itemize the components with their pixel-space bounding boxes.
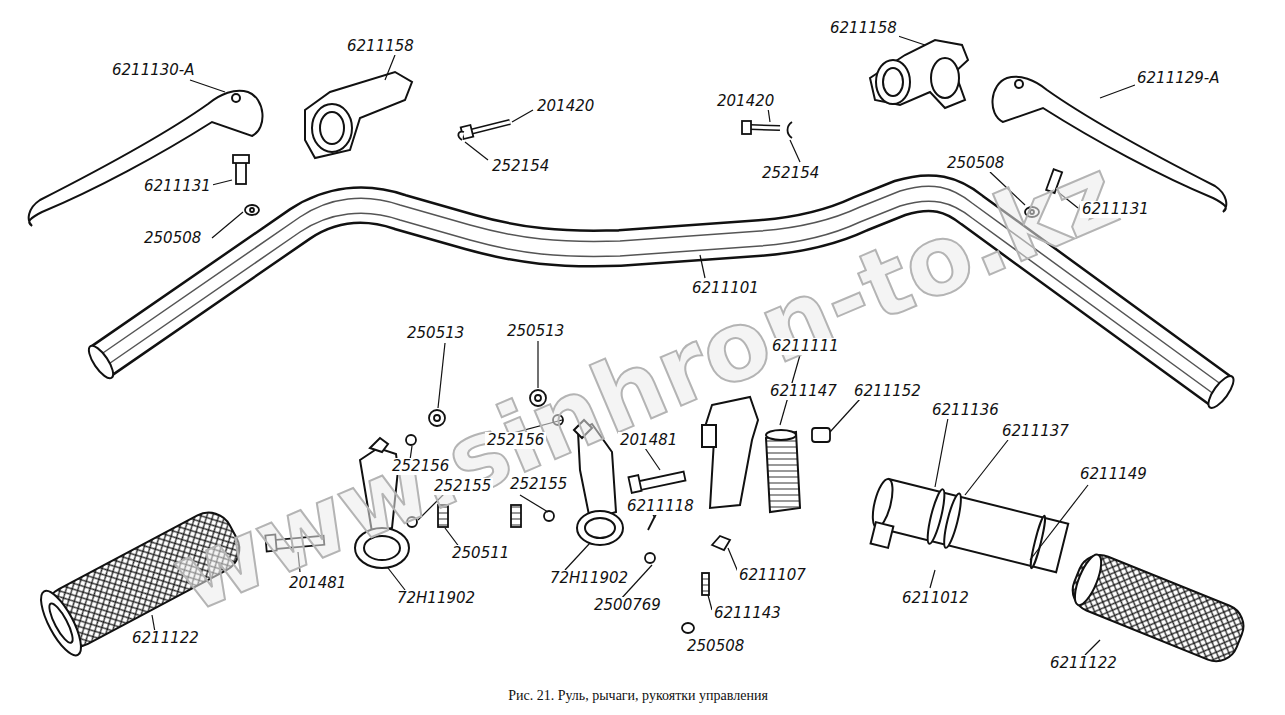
grip-right bbox=[1066, 548, 1250, 667]
callout-number: 201481 bbox=[618, 432, 679, 449]
callout-number: 6211118 bbox=[625, 498, 696, 515]
callout-number: 252154 bbox=[490, 158, 551, 175]
callout-number: 250508 bbox=[142, 230, 203, 247]
callout-number: 252156 bbox=[390, 458, 451, 475]
callout-number: 6211111 bbox=[770, 338, 841, 355]
lever-mount bbox=[355, 420, 623, 568]
callout-number: 72Н11902 bbox=[395, 590, 477, 607]
callout-number: 6211147 bbox=[768, 383, 839, 400]
callout-number: 6211143 bbox=[712, 605, 783, 622]
leader-lines bbox=[152, 35, 1135, 655]
callout-number: 250513 bbox=[405, 325, 466, 342]
clamp-right bbox=[870, 40, 968, 108]
callout-number: 6211158 bbox=[828, 20, 899, 37]
callout-number: 6211136 bbox=[930, 402, 1001, 419]
callout-number: 250508 bbox=[685, 638, 746, 655]
callout-number: 252154 bbox=[760, 165, 821, 182]
callout-number: 6211131 bbox=[1080, 201, 1151, 218]
callout-number: 6211107 bbox=[737, 567, 808, 584]
callout-number: 250513 bbox=[505, 323, 566, 340]
grip-left bbox=[34, 500, 251, 661]
throttle-housing bbox=[702, 397, 800, 512]
watermark: www.sinhron-to.kz bbox=[159, 141, 1130, 629]
callout-number: 6211152 bbox=[852, 383, 923, 400]
callout-number: 72Н11902 bbox=[548, 570, 630, 587]
callout-number: 6211122 bbox=[1048, 655, 1119, 672]
callout-number: 6211158 bbox=[345, 38, 416, 55]
throttle-tube bbox=[865, 474, 1069, 589]
callout-number: 6211137 bbox=[1000, 423, 1071, 440]
lever-right bbox=[992, 77, 1226, 212]
callout-number: 250511 bbox=[450, 545, 511, 562]
lever-left bbox=[29, 91, 263, 226]
callout-number: 201420 bbox=[535, 98, 596, 115]
callout-number: 6211101 bbox=[690, 280, 761, 297]
callout-number: 6211130-А bbox=[110, 62, 196, 79]
callout-number: 2500769 bbox=[592, 597, 663, 614]
callout-number: 252156 bbox=[485, 432, 546, 449]
callout-number: 6211149 bbox=[1078, 466, 1149, 483]
callout-number: 201481 bbox=[287, 575, 348, 592]
callout-number: 6211122 bbox=[130, 630, 201, 647]
callout-number: 201420 bbox=[715, 93, 776, 110]
callout-number: 6211131 bbox=[142, 178, 213, 195]
figure-caption: Рис. 21. Руль, рычаги, рукоятки управлен… bbox=[508, 688, 768, 704]
callout-number: 250508 bbox=[945, 155, 1006, 172]
callout-number: 6211012 bbox=[900, 590, 971, 607]
hardware bbox=[233, 121, 1062, 633]
callout-number: 252155 bbox=[432, 478, 493, 495]
callout-number: 6211129-А bbox=[1135, 70, 1221, 87]
handlebar bbox=[85, 186, 1238, 411]
callout-number: 252155 bbox=[508, 476, 569, 493]
clamp-left bbox=[305, 72, 412, 158]
